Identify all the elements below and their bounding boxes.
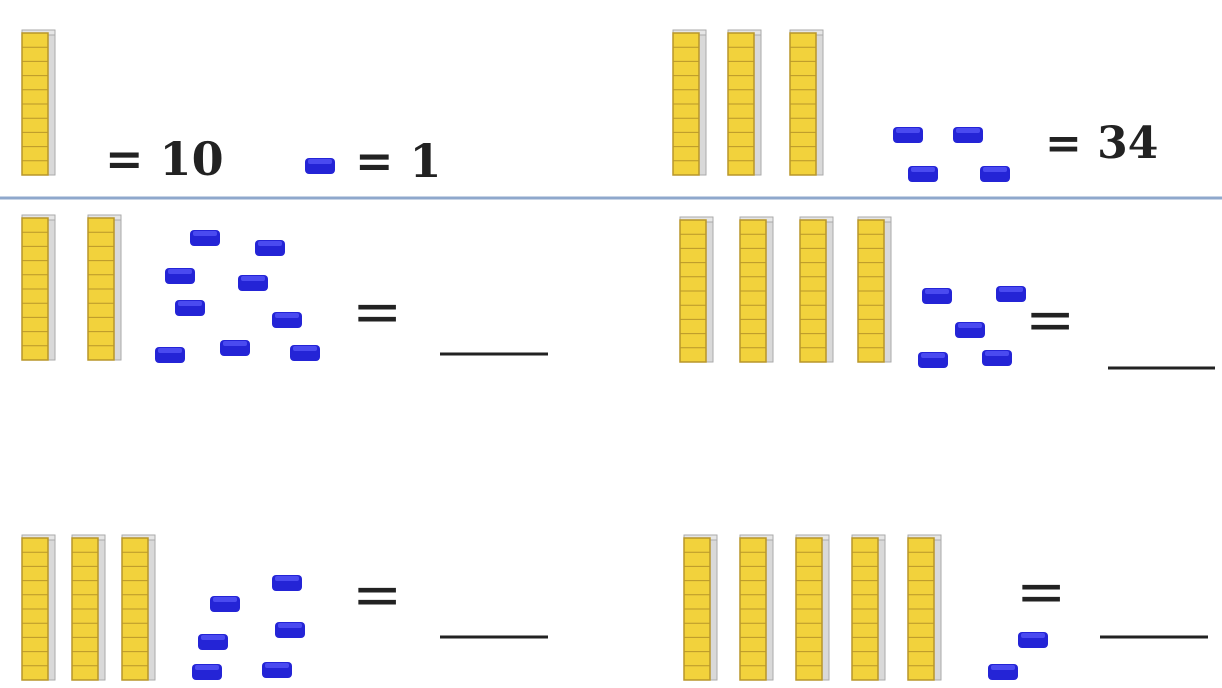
problem-2-ten-rod	[87, 214, 122, 361]
problem-5-unit-cube	[1018, 632, 1048, 648]
problem-1-unit-cube	[908, 166, 938, 182]
problem-5-ten-rod	[739, 534, 774, 681]
legend-ten-rod	[21, 29, 56, 176]
problem-3-ten-rod	[799, 216, 834, 363]
problem-4-ten-rod	[71, 534, 106, 681]
problem-1-answer: = 34	[1045, 118, 1158, 169]
legend-unit-cube	[305, 158, 335, 174]
problem-4-unit-cube	[272, 575, 302, 591]
legend-one-text: = 1	[355, 134, 442, 188]
problem-2-unit-cube	[165, 268, 195, 284]
problem-3-equals: =	[1025, 285, 1075, 355]
problem-5-unit-cube	[988, 664, 1018, 680]
problem-2-unit-cube	[272, 312, 302, 328]
problem-2-unit-cube	[155, 347, 185, 363]
problem-4-ten-rod	[121, 534, 156, 681]
problem-3-unit-cube	[996, 286, 1026, 302]
problem-2-equals: =	[352, 277, 402, 347]
problem-2-unit-cube	[238, 275, 268, 291]
problem-4-unit-cube	[192, 664, 222, 680]
problem-3-ten-rod	[739, 216, 774, 363]
problem-2-unit-cube	[220, 340, 250, 356]
problem-3-ten-rod	[857, 216, 892, 363]
problem-4-unit-cube	[198, 634, 228, 650]
problem-4-ten-rod	[21, 534, 56, 681]
problem-1-ten-rod	[789, 29, 824, 176]
legend-ten-text: = 10	[105, 132, 224, 186]
problem-2-ten-rod	[21, 214, 56, 361]
problem-3-unit-cube	[922, 288, 952, 304]
problem-3-ten-rod	[679, 216, 714, 363]
problem-2-unit-cube	[290, 345, 320, 361]
problem-4-unit-cube	[262, 662, 292, 678]
problem-5-ten-rod	[683, 534, 718, 681]
problem-4-unit-cube	[275, 622, 305, 638]
problem-2-unit-cube	[190, 230, 220, 246]
problem-1-ten-rod	[672, 29, 707, 176]
problem-2-unit-cube	[175, 300, 205, 316]
problem-5-ten-rod	[907, 534, 942, 681]
problem-1-ten-rod	[727, 29, 762, 176]
problem-4-unit-cube	[210, 596, 240, 612]
problem-5-ten-rod	[851, 534, 886, 681]
problem-3-unit-cube	[918, 352, 948, 368]
problem-1-unit-cube	[980, 166, 1010, 182]
problem-3-unit-cube	[955, 322, 985, 338]
problem-1-unit-cube	[953, 127, 983, 143]
problem-5-equals: =	[1016, 557, 1066, 627]
problem-3-unit-cube	[982, 350, 1012, 366]
problem-1-unit-cube	[893, 127, 923, 143]
problem-2-unit-cube	[255, 240, 285, 256]
problem-4-equals: =	[352, 560, 402, 630]
problem-5-ten-rod	[795, 534, 830, 681]
